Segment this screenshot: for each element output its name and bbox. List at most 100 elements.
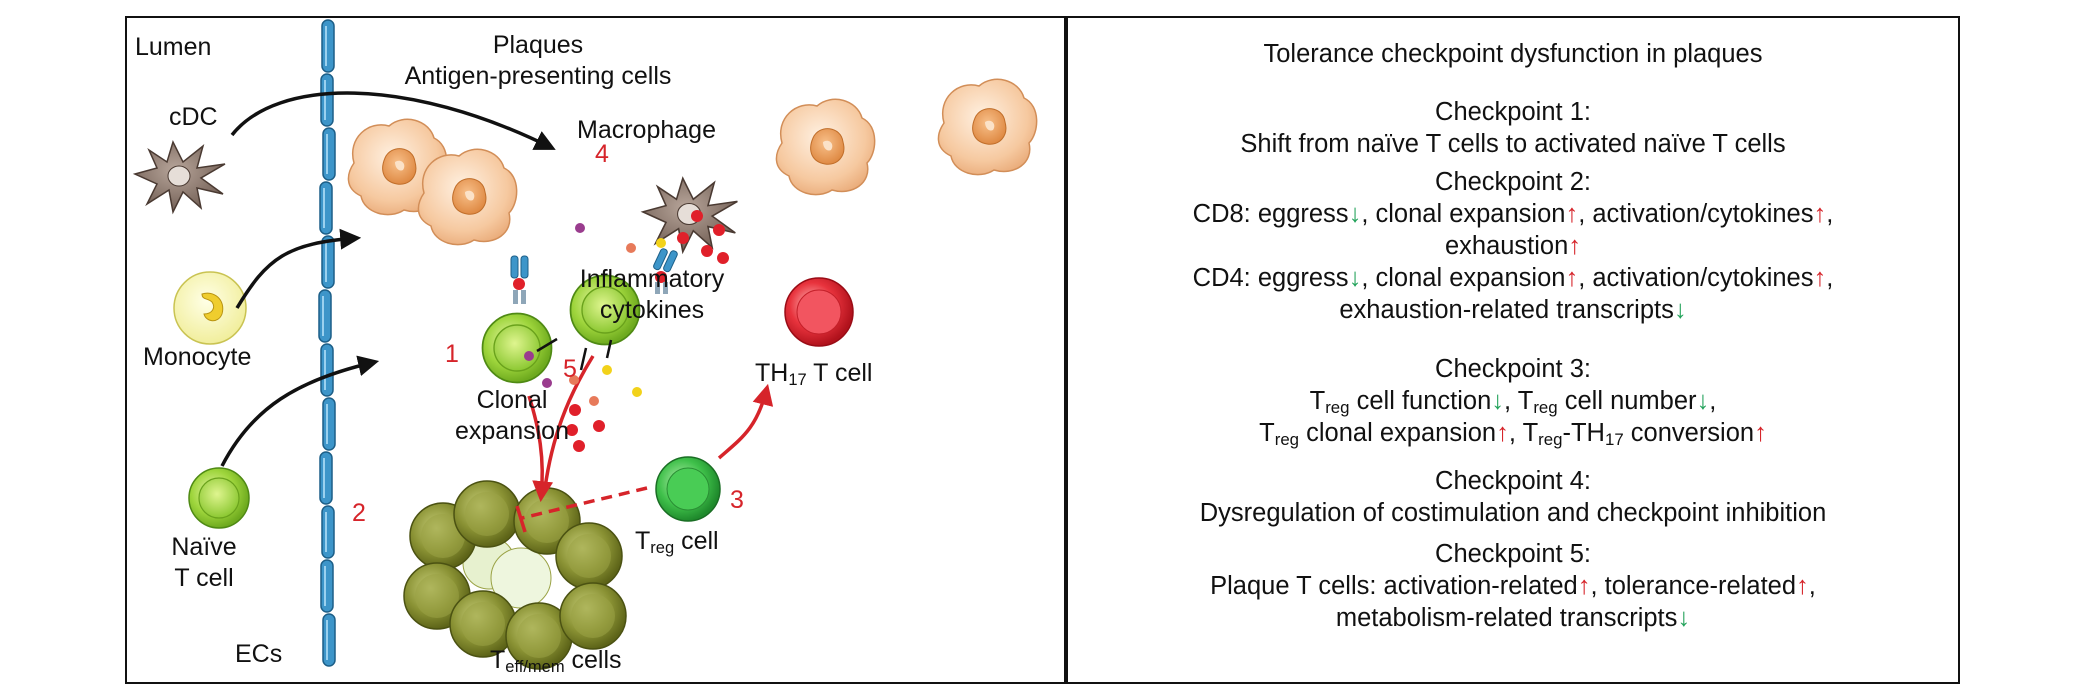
checkpoint-2-cd4-line: CD4: eggress↓, clonal expansion↑, activa… <box>1068 262 1958 294</box>
checkpoint-number-1: 1 <box>445 340 459 368</box>
endothelial-cells <box>318 19 336 667</box>
treg-number: cell number <box>1557 387 1697 415</box>
inflammatory-line-1: Inflammatory <box>579 265 725 293</box>
treg-sub-2: reg <box>1533 398 1558 418</box>
checkpoint-3-heading: Checkpoint 3: <box>1435 355 1591 383</box>
cd8-eggress: CD8: eggress <box>1192 200 1349 228</box>
treg-sub: reg <box>1325 398 1350 418</box>
treg-label-sub: reg <box>650 539 675 558</box>
macrophage-label: Macrophage <box>577 116 716 144</box>
monocyte-migration-arrow <box>235 228 362 309</box>
checkpoint-5-line-2: metabolism-related transcripts↓ <box>1068 602 1958 634</box>
naive-label-line-2: T cell <box>174 563 234 592</box>
cytokine-dots <box>524 210 729 452</box>
checkpoint-number-3: 3 <box>730 486 744 514</box>
naive-label-line-1: Naïve <box>171 533 237 561</box>
checkpoint-4-text: Dysregulation of costimulation and check… <box>1199 499 1827 527</box>
up-arrow-icon: ↑ <box>1568 232 1582 260</box>
up-arrow-icon: ↑ <box>1754 419 1767 447</box>
checkpoint-3-line-2: Treg clonal expansion↑, Treg-TH17 conver… <box>1068 417 1958 449</box>
macrophage-cell-2 <box>417 148 518 246</box>
mhc-tcr-complex-1 <box>510 255 529 304</box>
down-arrow-icon: ↓ <box>1348 200 1362 228</box>
up-arrow-icon: ↑ <box>1796 572 1809 600</box>
checkpoint-number-5: 5 <box>563 355 577 383</box>
macrophage-cell-4 <box>937 78 1038 176</box>
plaques-label: Plaques <box>492 31 584 59</box>
checkpoint-4-heading: Checkpoint 4: <box>1435 467 1591 495</box>
activation-related: Plaque T cells: activation-related <box>1210 572 1578 600</box>
cp3-comma: , <box>1709 387 1717 415</box>
treg-t-3: T <box>1259 419 1275 447</box>
treg-label: Treg cell <box>635 526 719 557</box>
cd4-comma: , <box>1826 264 1834 292</box>
down-arrow-icon: ↓ <box>1673 296 1687 324</box>
teff-label-main: T <box>490 646 506 674</box>
cdc-cell <box>134 141 226 213</box>
monocyte-label: Monocyte <box>143 343 252 371</box>
antigen-presenting-cells-label: Antigen-presenting cells <box>404 62 672 90</box>
treg-cell <box>655 456 721 522</box>
checkpoint-1-heading: Checkpoint 1: <box>1435 98 1591 126</box>
treg-to-th17-arrow <box>717 383 774 460</box>
ecs-label: ECs <box>235 640 283 668</box>
monocyte-cell <box>173 271 247 345</box>
teff-mem-cluster <box>403 480 627 670</box>
checkpoint-3-line-1: Treg cell function↓, Treg cell number↓, <box>1068 385 1958 417</box>
lumen-label: Lumen <box>135 33 212 61</box>
plaque-schematic <box>134 19 1038 670</box>
treg-clonal: clonal expansion <box>1299 419 1497 447</box>
treg-inhibition-line <box>521 486 648 520</box>
checkpoint-1: Checkpoint 1: Shift from naïve T cells t… <box>1068 96 1958 160</box>
down-arrow-icon: ↓ <box>1696 387 1710 415</box>
cp5-comma: , <box>1808 572 1816 600</box>
treg-sub-4: reg <box>1538 430 1563 450</box>
th17-t-cell <box>784 277 854 347</box>
metabolism-related: metabolism-related transcripts <box>1335 604 1678 632</box>
up-arrow-icon: ↑ <box>1577 572 1591 600</box>
naive-label: Naïve T cell <box>159 532 249 593</box>
macrophage-cell-3 <box>775 98 876 196</box>
checkpoint-5: Checkpoint 5: Plaque T cells: activation… <box>1068 538 1958 634</box>
cd4-clonal: , clonal expansion <box>1361 264 1566 292</box>
teff-label-rest: cells <box>564 646 622 674</box>
treg-inhibition-bar <box>515 505 527 533</box>
treg-t: T <box>1309 387 1326 415</box>
up-arrow-icon: ↑ <box>1813 264 1827 292</box>
th17-sub: 17 <box>1604 430 1624 450</box>
treg-t-2: , T <box>1504 387 1534 415</box>
cd8-clonal: , clonal expansion <box>1361 200 1566 228</box>
down-arrow-icon: ↓ <box>1677 604 1691 632</box>
cd8-comma: , <box>1826 200 1834 228</box>
down-arrow-icon: ↓ <box>1348 264 1362 292</box>
cd4-exhaustion: exhaustion-related transcripts <box>1339 296 1674 324</box>
naive-t-cell <box>188 467 250 529</box>
plaque-diagram-panel: Lumen Plaques Antigen-presenting cells c… <box>125 16 1066 684</box>
checkpoint-2-heading: Checkpoint 2: <box>1435 168 1591 196</box>
th17-label-sub: 17 <box>788 371 807 390</box>
checkpoint-2-cd8-line-2: exhaustion↑ <box>1068 230 1958 262</box>
th-text: -TH <box>1562 419 1605 447</box>
differentiation-arrow-1 <box>527 395 554 503</box>
up-arrow-icon: ↑ <box>1496 419 1509 447</box>
treg-t-4: , T <box>1508 419 1539 447</box>
treg-label-rest: cell <box>674 527 719 555</box>
inflammatory-line-2: cytokines <box>599 295 705 324</box>
cd8-activation: , activation/cytokines <box>1578 200 1814 228</box>
down-arrow-icon: ↓ <box>1491 387 1505 415</box>
naive-t-migration-arrow <box>220 355 380 467</box>
up-arrow-icon: ↑ <box>1813 200 1827 228</box>
checkpoint-3: Checkpoint 3: Treg cell function↓, Treg … <box>1068 353 1958 449</box>
teff-label-sub: eff/mem <box>505 658 565 677</box>
checkpoint-2-cd8-line: CD8: eggress↓, clonal expansion ↑, activa… <box>1068 198 1958 230</box>
conversion-text: conversion <box>1623 419 1755 447</box>
teff-mem-label: Teff/mem cells <box>490 645 622 676</box>
clonal-line-2: expansion <box>455 416 569 445</box>
clonal-expansion-label: Clonal expansion <box>442 385 582 446</box>
checkpoint-2: Checkpoint 2: CD8: eggress↓, clonal expa… <box>1068 166 1958 326</box>
treg-sub-3: reg <box>1274 430 1300 450</box>
cdc-migration-arrow <box>230 91 556 150</box>
mhc-tcr-complex-2 <box>653 248 678 294</box>
th17-label: TH17 T cell <box>755 358 872 389</box>
th17-label-rest: T cell <box>806 359 873 387</box>
